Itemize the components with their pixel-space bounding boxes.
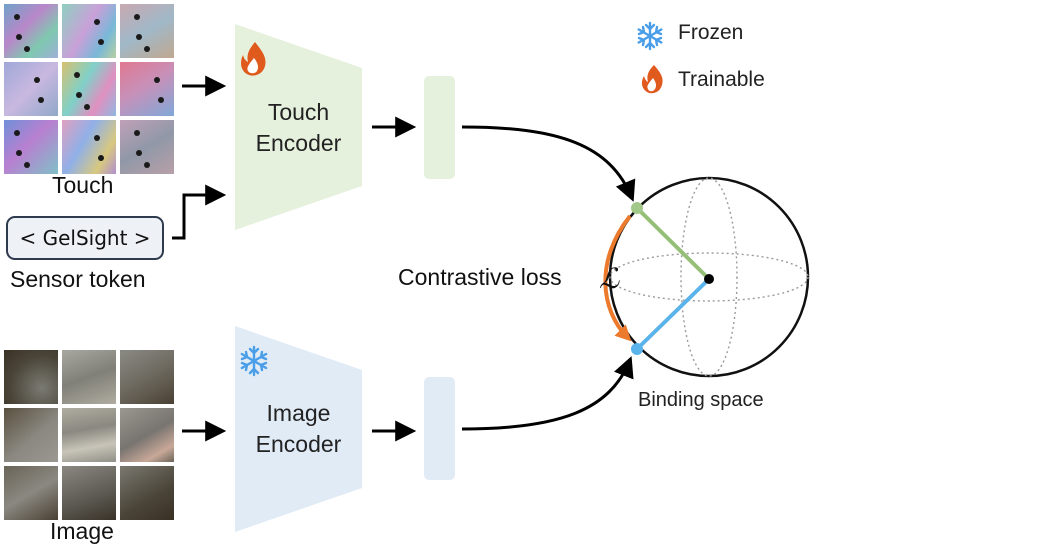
touch-encoder-line2: Encoder xyxy=(255,130,342,156)
image-encoder-line1: Image xyxy=(266,400,331,426)
binding-space-label: Binding space xyxy=(638,389,764,411)
touch-tile xyxy=(62,4,116,58)
touch-tile xyxy=(62,120,116,174)
rock-image-grid xyxy=(4,350,174,520)
touch-encoder-label: Touch Encoder xyxy=(235,97,362,159)
contrastive-arc xyxy=(603,214,632,342)
touch-to-space-arrow xyxy=(461,125,636,202)
marker-dot xyxy=(84,104,90,110)
marker-dot xyxy=(24,46,30,52)
touch-tile xyxy=(4,62,58,116)
marker-dot xyxy=(74,72,80,78)
marker-dot xyxy=(158,97,164,103)
image-label: Image xyxy=(50,518,114,544)
touch-image-grid xyxy=(4,4,174,174)
image-encoder-label: Image Encoder xyxy=(235,398,362,460)
marker-dot xyxy=(134,130,140,136)
sphere-meridian xyxy=(680,177,738,377)
touch-embedding-box xyxy=(424,76,455,179)
rock-tile xyxy=(62,408,116,462)
sensor-token-arrow xyxy=(172,184,227,240)
rock-tile xyxy=(62,466,116,520)
rock-tile xyxy=(4,408,58,462)
touch-vector xyxy=(635,206,711,281)
rock-tile xyxy=(62,350,116,404)
touch-tile xyxy=(120,120,174,174)
marker-dot xyxy=(76,92,82,98)
touch-tile xyxy=(4,4,58,58)
flame-icon xyxy=(241,42,266,76)
rock-tile xyxy=(4,466,58,520)
image-point xyxy=(631,343,643,355)
marker-dot xyxy=(14,14,20,20)
marker-dot xyxy=(16,34,22,40)
rock-tile xyxy=(4,350,58,404)
sphere-center xyxy=(704,274,714,284)
marker-dot xyxy=(38,97,44,103)
touch-tile xyxy=(4,120,58,174)
marker-dot xyxy=(98,155,104,161)
touch-tile xyxy=(120,62,174,116)
contrastive-loss-label: Contrastive loss xyxy=(398,264,562,290)
marker-dot xyxy=(144,46,150,52)
sphere-equator xyxy=(609,252,809,302)
image-embedding-box xyxy=(424,377,455,480)
touch-point xyxy=(631,202,643,214)
touch-tile xyxy=(120,4,174,58)
legend-trainable-label: Trainable xyxy=(678,68,765,91)
marker-dot xyxy=(98,39,104,45)
marker-dot xyxy=(134,14,140,20)
touch-encoder-shape xyxy=(235,24,362,230)
image-to-space-arrow xyxy=(461,356,634,431)
image-encoder-shape xyxy=(235,326,362,532)
legend-flame-icon xyxy=(641,65,663,94)
sensor-token-box: < GelSight > xyxy=(6,216,164,260)
marker-dot xyxy=(34,77,40,83)
marker-dot xyxy=(14,130,20,136)
loss-symbol: ℒ xyxy=(599,262,620,295)
touch-encoder-line1: Touch xyxy=(267,99,330,125)
marker-dot xyxy=(16,150,22,156)
marker-dot xyxy=(94,135,100,141)
touch-tile xyxy=(62,62,116,116)
marker-dot xyxy=(136,150,142,156)
marker-dot xyxy=(136,34,142,40)
image-encoder-line2: Encoder xyxy=(255,431,342,457)
image-vector xyxy=(635,277,711,351)
snowflake-icon xyxy=(240,345,268,377)
legend-frozen-label: Frozen xyxy=(678,21,744,44)
marker-dot xyxy=(144,162,150,168)
rock-tile xyxy=(120,350,174,404)
marker-dot xyxy=(24,162,30,168)
marker-dot xyxy=(94,19,100,25)
rock-tile xyxy=(120,466,174,520)
marker-dot xyxy=(154,77,160,83)
rock-tile xyxy=(120,408,174,462)
legend-snowflake-icon xyxy=(637,21,663,51)
touch-label: Touch xyxy=(52,172,114,198)
sensor-token-label: Sensor token xyxy=(10,266,146,292)
